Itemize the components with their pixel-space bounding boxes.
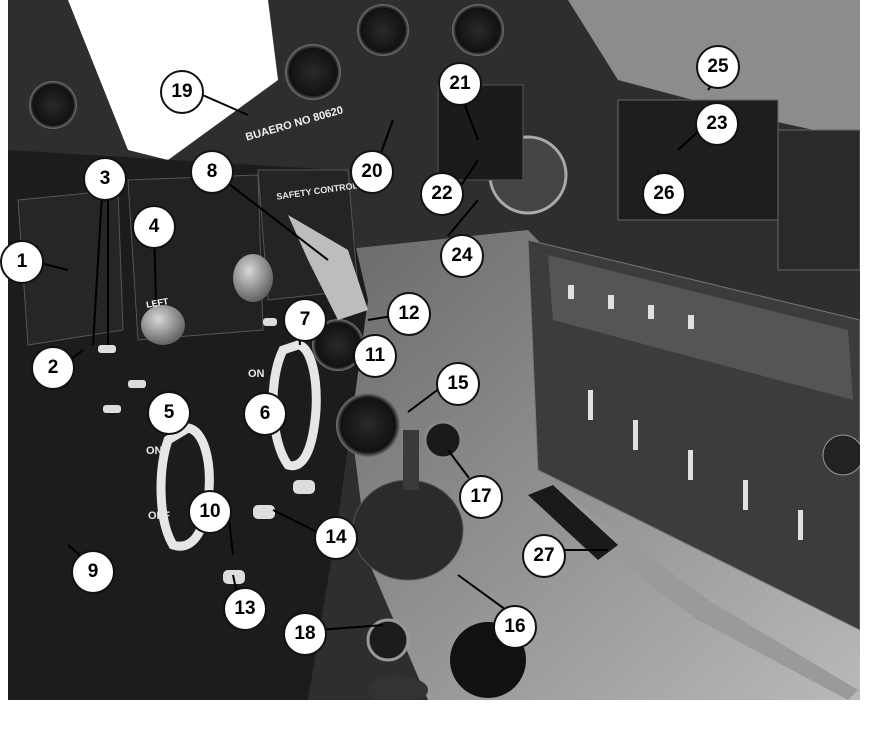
callout-12: 12 <box>387 292 431 336</box>
callout-27: 27 <box>522 534 566 578</box>
callout-7: 7 <box>283 298 327 342</box>
on-label-a: ON <box>146 445 163 457</box>
callout-14: 14 <box>314 516 358 560</box>
callout-3: 3 <box>83 157 127 201</box>
callout-25: 25 <box>696 45 740 89</box>
callout-15: 15 <box>436 362 480 406</box>
callout-26: 26 <box>642 172 686 216</box>
cockpit-photo: BUAERO NO 80620 LEFT ON OFF ON SAFETY CO… <box>8 0 860 700</box>
callout-10: 10 <box>188 490 232 534</box>
callout-2: 2 <box>31 346 75 390</box>
callout-20: 20 <box>350 150 394 194</box>
callout-8: 8 <box>190 150 234 194</box>
off-label-a: OFF <box>148 510 170 522</box>
callout-4: 4 <box>132 205 176 249</box>
callout-22: 22 <box>420 172 464 216</box>
callout-11: 11 <box>353 334 397 378</box>
callout-23: 23 <box>695 102 739 146</box>
callout-9: 9 <box>71 550 115 594</box>
callout-13: 13 <box>223 587 267 631</box>
callout-19: 19 <box>160 70 204 114</box>
callout-21: 21 <box>438 62 482 106</box>
callout-1: 1 <box>0 240 44 284</box>
cockpit-drawing <box>8 0 860 700</box>
callout-16: 16 <box>493 605 537 649</box>
callout-18: 18 <box>283 612 327 656</box>
callout-17: 17 <box>459 475 503 519</box>
callout-24: 24 <box>440 234 484 278</box>
callout-5: 5 <box>147 391 191 435</box>
on-label-b: ON <box>248 368 265 380</box>
callout-6: 6 <box>243 392 287 436</box>
